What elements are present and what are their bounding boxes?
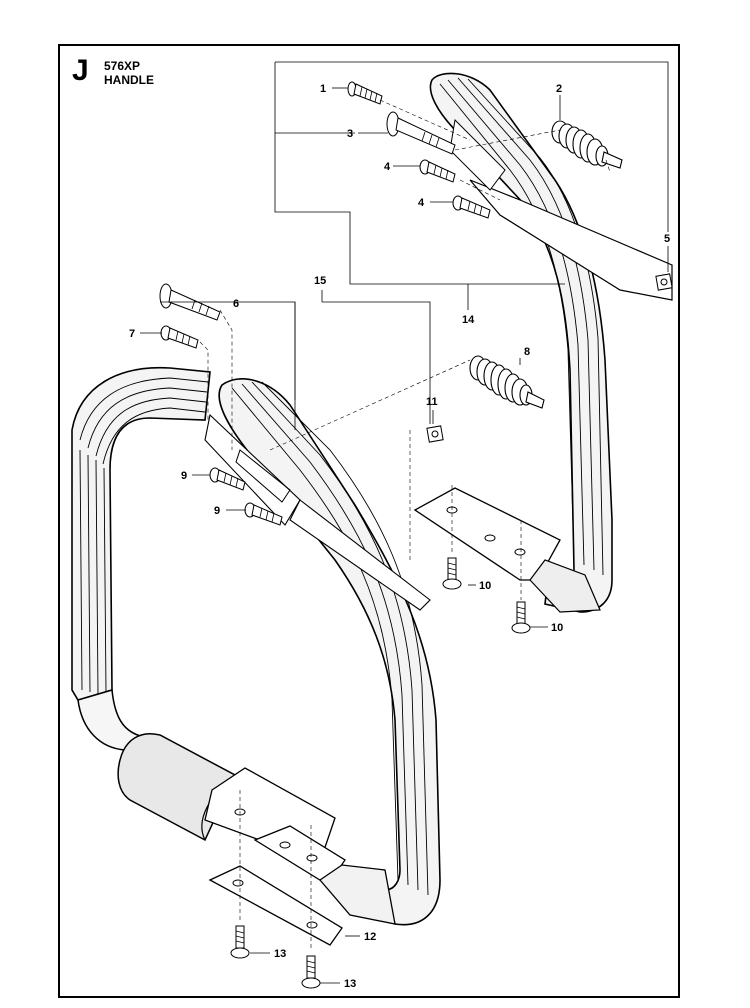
callout-13a: 13 bbox=[274, 948, 286, 960]
bolt-13b bbox=[301, 955, 321, 989]
callout-11: 11 bbox=[426, 396, 438, 408]
spring-damper-8 bbox=[469, 355, 545, 409]
lower-clamp-plate-12 bbox=[208, 865, 343, 946]
nut-11 bbox=[426, 425, 444, 443]
screw-1 bbox=[347, 81, 383, 105]
callout-12: 12 bbox=[364, 931, 376, 943]
bolt-13a bbox=[230, 925, 250, 959]
callout-10b: 10 bbox=[551, 622, 563, 634]
callout-labels: 1 2 3 4 4 5 6 7 8 9 9 10 10 11 12 13 13 … bbox=[129, 83, 670, 990]
front-handle bbox=[71, 366, 441, 946]
screw-4a bbox=[419, 159, 456, 183]
callout-4a: 4 bbox=[384, 161, 391, 173]
callout-7: 7 bbox=[129, 328, 135, 340]
rear-foot-plate bbox=[413, 487, 561, 581]
callout-4b: 4 bbox=[418, 197, 425, 209]
screw-7 bbox=[160, 325, 199, 349]
screw-4b bbox=[452, 195, 491, 219]
section-letter: J bbox=[72, 54, 89, 87]
assembly-centerlines bbox=[199, 99, 611, 950]
diagram-frame bbox=[58, 44, 680, 998]
bolt-10a bbox=[442, 557, 462, 590]
callout-8: 8 bbox=[524, 346, 530, 358]
rear-handle bbox=[413, 72, 673, 613]
bolt-10b bbox=[511, 601, 531, 634]
callout-9b: 9 bbox=[214, 505, 220, 517]
callout-5: 5 bbox=[664, 233, 670, 245]
callout-2: 2 bbox=[556, 83, 562, 95]
fasteners bbox=[159, 81, 673, 989]
callout-10a: 10 bbox=[479, 580, 491, 592]
spring-damper-2 bbox=[551, 120, 623, 169]
front-handle-tube-right bbox=[218, 378, 441, 926]
rear-handle-bracket bbox=[469, 179, 673, 301]
front-handle-tube-left bbox=[71, 366, 211, 701]
callout-3: 3 bbox=[347, 128, 353, 140]
nut-5 bbox=[655, 273, 673, 291]
callout-15: 15 bbox=[314, 275, 326, 287]
callout-14: 14 bbox=[462, 314, 475, 326]
callout-13b: 13 bbox=[344, 978, 356, 990]
callout-1: 1 bbox=[320, 83, 326, 95]
model-name: 576XP bbox=[104, 59, 141, 73]
callout-9a: 9 bbox=[181, 470, 187, 482]
screw-3 bbox=[386, 111, 456, 155]
diagram-title: HANDLE bbox=[104, 73, 154, 87]
callout-6: 6 bbox=[233, 298, 239, 310]
screw-9a bbox=[209, 467, 246, 491]
leader-lines bbox=[140, 61, 669, 984]
